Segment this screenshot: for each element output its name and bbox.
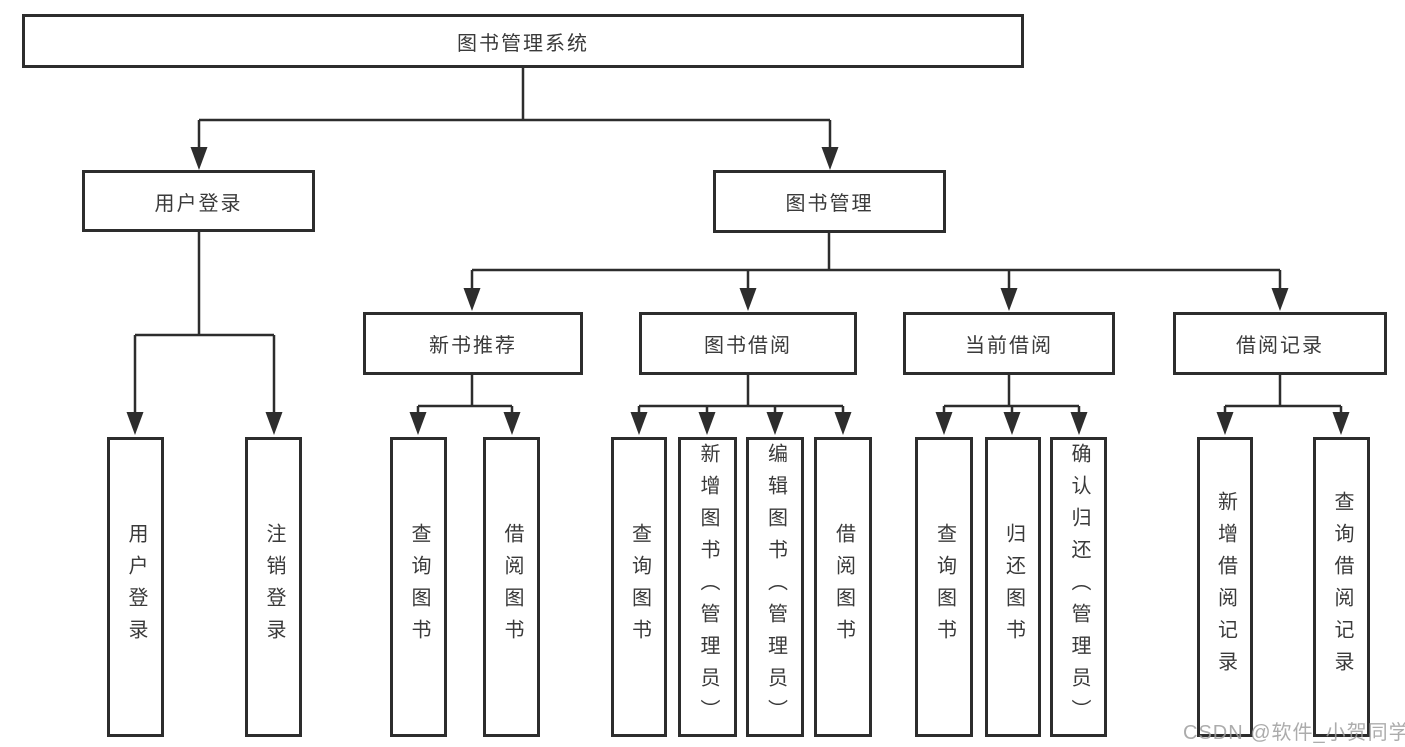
leaf-query-books-recommend: 查询图书	[390, 437, 447, 737]
node-new-book-recommend: 新书推荐	[363, 312, 583, 375]
leaf-user-login: 用户登录	[107, 437, 164, 737]
node-root-label: 图书管理系统	[457, 32, 589, 55]
leaf-borrow-books-recommend: 借阅图书	[483, 437, 540, 737]
node-borrow-records-label: 借阅记录	[1236, 335, 1324, 357]
node-book-borrow: 图书借阅	[639, 312, 857, 375]
node-current-borrow-label: 当前借阅	[965, 335, 1053, 357]
leaf-user-login-label: 用户登录	[125, 523, 147, 651]
leaf-logout: 注销登录	[245, 437, 302, 737]
leaf-add-borrow-record: 新增借阅记录	[1197, 437, 1253, 737]
leaf-edit-books-admin-label: 编辑图书（管理员）	[764, 443, 787, 731]
leaf-return-books-label: 归还图书	[1002, 523, 1025, 651]
node-new-book-recommend-label: 新书推荐	[429, 335, 517, 357]
leaf-add-books-admin: 新增图书（管理员）	[678, 437, 737, 737]
csdn-watermark: CSDN @软件_小贺同学	[1183, 722, 1405, 744]
leaf-query-books-borrow: 查询图书	[611, 437, 667, 737]
leaf-query-books-recommend-label: 查询图书	[408, 523, 430, 651]
leaf-return-books: 归还图书	[985, 437, 1041, 737]
node-book-management: 图书管理	[713, 170, 946, 233]
node-user-login-label: 用户登录	[154, 192, 243, 215]
node-user-login: 用户登录	[82, 170, 315, 232]
leaf-logout-label: 注销登录	[263, 523, 285, 651]
node-root: 图书管理系统	[22, 14, 1024, 68]
leaf-confirm-return-admin: 确认归还（管理员）	[1050, 437, 1107, 737]
node-current-borrow: 当前借阅	[903, 312, 1115, 375]
leaf-borrow-books-recommend-label: 借阅图书	[501, 523, 523, 651]
leaf-query-borrow-record-label: 查询借阅记录	[1331, 491, 1353, 683]
node-book-management-label: 图书管理	[785, 193, 874, 215]
leaf-add-books-admin-label: 新增图书（管理员）	[697, 443, 719, 731]
leaf-query-books-current: 查询图书	[915, 437, 973, 737]
leaf-add-borrow-record-label: 新增借阅记录	[1214, 491, 1237, 683]
leaf-query-borrow-record: 查询借阅记录	[1313, 437, 1370, 737]
leaf-edit-books-admin: 编辑图书（管理员）	[746, 437, 804, 737]
node-borrow-records: 借阅记录	[1173, 312, 1387, 375]
leaf-confirm-return-admin-label: 确认归还（管理员）	[1068, 443, 1090, 731]
node-book-borrow-label: 图书借阅	[704, 335, 792, 357]
leaf-query-books-borrow-label: 查询图书	[628, 523, 651, 651]
leaf-borrow-books: 借阅图书	[814, 437, 872, 737]
leaf-query-books-current-label: 查询图书	[933, 523, 956, 651]
leaf-borrow-books-label: 借阅图书	[832, 523, 855, 651]
